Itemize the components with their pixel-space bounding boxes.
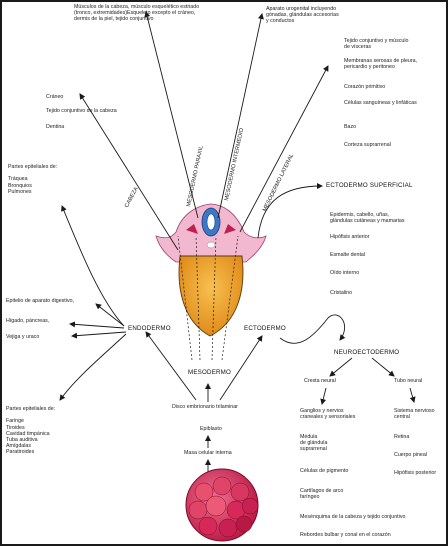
arrow-lateral: [239, 65, 329, 233]
head-item-0: Cráneo: [46, 94, 64, 100]
neuroectoderm-title: NEUROECTODERMO: [334, 349, 400, 356]
lateral-item-3: Células sanguíneas y linfáticas: [344, 100, 417, 106]
crest-item-3: Cartílagos de arco faríngeo: [300, 488, 344, 501]
arrow-head: [79, 93, 179, 251]
crest-item-5: Rebordes bulbar y conal en el corazón: [300, 532, 391, 538]
arrow-endo-bladder: [71, 331, 127, 339]
crest-item-4: Mesénquima de la cabeza y tejido conjunt…: [300, 514, 406, 520]
superficial-item-2: Esmalte dental: [330, 252, 366, 258]
head-item-2: Dentina: [46, 124, 65, 130]
endoderm-title: ENDODERMO: [128, 325, 171, 332]
arrow-crest-list: [320, 387, 327, 405]
arrow-ectoderm-superficial: [257, 183, 323, 239]
ectoderm-title: ECTODERMO: [244, 325, 286, 332]
head-item-1: Tejido conjuntivo de la cabeza: [46, 108, 117, 114]
lateral-item-2: Corazón primitivo: [344, 84, 386, 90]
trilaminar-disc-label: Disco embrionario trilaminar: [172, 404, 238, 410]
endoderm-digestive: Epitelio de aparato digestivo,: [6, 298, 75, 304]
arrow-neuro-crest: [329, 357, 353, 377]
superficial-item-0: Epidermis, cabello, uñas, glándulas cutá…: [330, 212, 405, 225]
paraxial-derivatives: Músculos de la cabeza, músculo esqueléti…: [74, 4, 200, 23]
endoderm-respiratory: Partes epiteliales de: Tráquea Bronquios…: [8, 164, 58, 195]
arrow-endo-pharyngeal: [59, 333, 127, 401]
lateral-item-1: Membranas serosas de pleura, pericardio …: [344, 58, 418, 71]
mesoderm-title: MESODERMO: [188, 369, 232, 376]
arrow-endo-respiratory: [61, 205, 125, 327]
somite-left: [186, 224, 198, 234]
lateral-item-5: Corteza suprarrenal: [344, 142, 391, 148]
arrow-paraxial: [144, 11, 199, 219]
tube-item-3: Hipófisis posterior: [394, 470, 437, 476]
arrow-ectoderm-neuro: [279, 314, 346, 344]
tube-item-2: Cuerpo pineal: [394, 452, 427, 458]
arrows: [59, 11, 416, 472]
ectoderm-superficial-title: ECTODERMO SUPERFICIAL: [326, 182, 413, 189]
crest-item-1: Médula de glándula suprarrenal: [300, 434, 328, 453]
inner-cell-mass-label: Masa celular interna: [184, 450, 232, 456]
neural-tube-label: Tubo neural: [394, 378, 423, 384]
lateral-item-4: Bazo: [344, 124, 357, 130]
arrow-endo-digestive: [95, 303, 125, 327]
yolk-sac: [178, 255, 244, 337]
epiblast-label: Epiblasto: [200, 426, 222, 432]
arrow-disc-ectoderm: [219, 335, 263, 401]
intermediate-derivatives: Aparato urogenital incluyendo gónadas, g…: [266, 6, 339, 25]
endoderm-pharyngeal: Partes epiteliales de: Faringe Tiroides …: [6, 406, 56, 456]
notochord: [206, 241, 216, 249]
mesoderm-dashed-lines: [177, 235, 239, 361]
arrow-neuro-tube: [371, 357, 395, 377]
crest-item-2: Células de pigmento: [300, 468, 349, 474]
arrow-intermediate: [217, 13, 264, 219]
superficial-item-4: Cristalino: [330, 290, 353, 296]
tube-item-1: Retina: [394, 434, 410, 440]
inner-cell-mass-image: [185, 468, 259, 542]
somite-right: [224, 224, 236, 234]
endoderm-liver: Hígado, páncreas,: [6, 318, 50, 324]
neural-crest-label: Cresta neural: [304, 378, 336, 384]
arrow-disc-endoderm: [145, 331, 197, 401]
arrow-endo-liver: [69, 321, 125, 329]
superficial-item-3: Oído interno: [330, 270, 360, 276]
embryo-section: [155, 203, 267, 337]
tube-item-0: Sistema nervioso central: [394, 408, 435, 421]
endoderm-bladder: Vejiga y uraco: [6, 334, 40, 340]
superficial-item-1: Hipófisis anterior: [330, 234, 370, 240]
lateral-item-0: Tejido conjuntivo y músculo de vísceras: [344, 38, 409, 51]
arrow-tube-list: [409, 387, 416, 403]
crest-item-0: Ganglios y nervios craneales y sensorial…: [300, 408, 356, 421]
